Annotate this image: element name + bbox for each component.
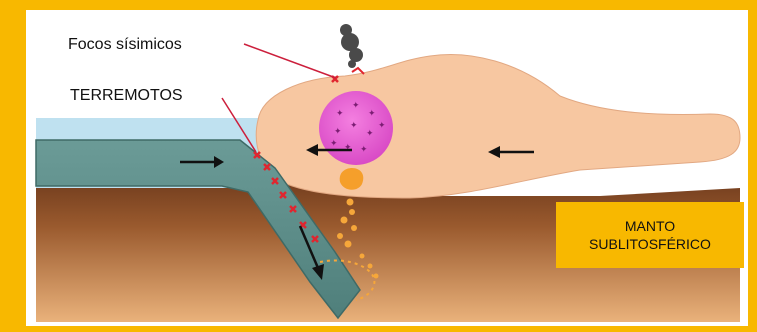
mantle-label-box: MANTO SUBLITOSFÉRICO [556, 202, 744, 268]
svg-text:✦: ✦ [352, 101, 360, 111]
mantle-label-line2: SUBLITOSFÉRICO [556, 235, 744, 253]
svg-text:✦: ✦ [344, 143, 352, 153]
svg-text:✦: ✦ [350, 121, 358, 131]
svg-text:✦: ✦ [334, 127, 342, 137]
svg-text:✦: ✦ [368, 109, 376, 119]
svg-text:✦: ✦ [366, 129, 374, 139]
label-earthquakes: TERREMOTOS [64, 85, 189, 107]
mantle-label-line1: MANTO [556, 217, 744, 235]
svg-text:✦: ✦ [336, 109, 344, 119]
svg-text:✦: ✦ [378, 121, 386, 131]
svg-text:✦: ✦ [330, 139, 338, 149]
svg-text:✦: ✦ [360, 145, 368, 155]
label-seismic-foci: Focos sísimicos [62, 34, 188, 56]
